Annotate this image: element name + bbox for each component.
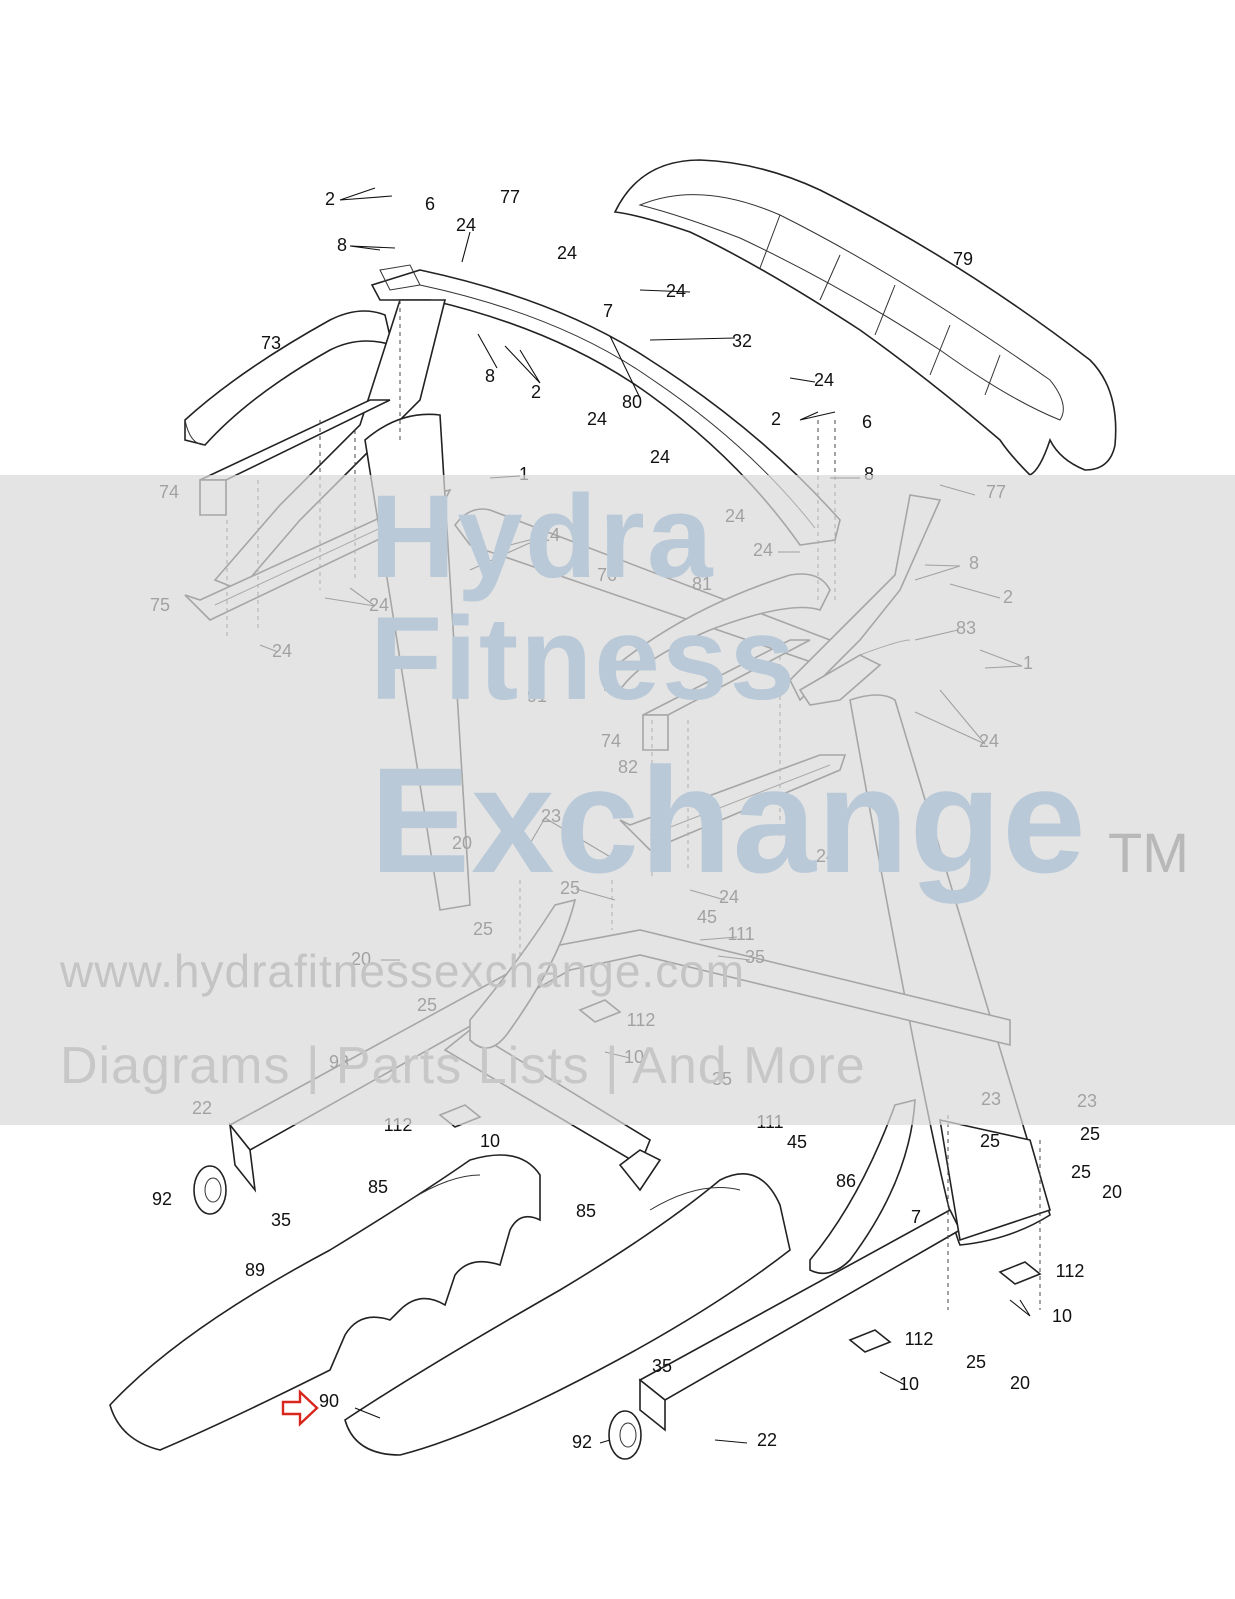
callout-label: 7	[911, 1207, 921, 1227]
callout-label: 112	[1056, 1261, 1085, 1281]
callout-label: 80	[622, 392, 642, 412]
callout-label: 89	[245, 1260, 265, 1280]
callout-label: 92	[152, 1189, 172, 1209]
watermark-trademark: TM	[1108, 821, 1189, 884]
rear-upright-panel	[939, 1118, 1051, 1242]
watermark-tagline: Diagrams | Parts Lists | And More	[60, 1037, 866, 1095]
callout-label: 73	[261, 333, 281, 353]
left-wheel-92	[193, 1165, 227, 1215]
callout-label: 22	[757, 1430, 777, 1450]
callout-label: 35	[271, 1210, 291, 1230]
callout-label: 24	[666, 281, 686, 301]
highlight-arrow	[281, 1389, 319, 1427]
callout-label: 10	[899, 1374, 919, 1394]
callout-label: 24	[650, 447, 670, 467]
callout-label: 32	[732, 331, 752, 351]
watermark-url: www.hydrafitnessexchange.com	[60, 945, 746, 997]
callout-label: 45	[787, 1132, 807, 1152]
right-lift-arm	[809, 1098, 916, 1275]
callout-label: 1	[519, 464, 529, 484]
callout-label: 92	[572, 1432, 592, 1452]
callout-label: 25	[980, 1131, 1000, 1151]
callout-label: 24	[587, 409, 607, 429]
watermark-line-2: Fitness	[370, 593, 798, 725]
callout-label: 90	[319, 1391, 339, 1411]
right-hood-90	[344, 1173, 791, 1456]
callout-label: 24	[557, 243, 577, 263]
callout-label: 85	[576, 1201, 596, 1221]
callout-label: 25	[1071, 1162, 1091, 1182]
callout-label: 86	[836, 1171, 856, 1191]
callout-label: 25	[1080, 1124, 1100, 1144]
callout-label: 2	[771, 409, 781, 429]
callout-label: 6	[425, 194, 435, 214]
callout-label: 8	[485, 366, 495, 386]
callout-label: 85	[368, 1177, 388, 1197]
watermark-line-1: Hydra	[370, 471, 715, 603]
callout-label: 35	[652, 1356, 672, 1376]
callout-label: 10	[1052, 1306, 1072, 1326]
left-hood-89	[109, 1154, 541, 1451]
watermark-line-3: Exchange	[370, 736, 1087, 904]
callout-label: 79	[953, 249, 973, 269]
callout-label: 2	[531, 382, 541, 402]
callout-label: 24	[814, 370, 834, 390]
callout-label: 2	[325, 189, 335, 209]
callout-label: 8	[864, 464, 874, 484]
watermark-band	[0, 475, 1235, 1125]
callout-label: 20	[1010, 1373, 1030, 1393]
callout-label: 7	[603, 301, 613, 321]
callout-label: 8	[337, 235, 347, 255]
console-tray-79	[613, 159, 1117, 476]
callout-label: 10	[480, 1131, 500, 1151]
callout-label: 112	[905, 1329, 934, 1349]
callout-label: 77	[500, 187, 520, 207]
callout-label: 25	[966, 1352, 986, 1372]
callout-label: 24	[456, 215, 476, 235]
callout-label: 20	[1102, 1182, 1122, 1202]
callout-label: 6	[862, 412, 872, 432]
right-wheel-92	[608, 1410, 642, 1460]
